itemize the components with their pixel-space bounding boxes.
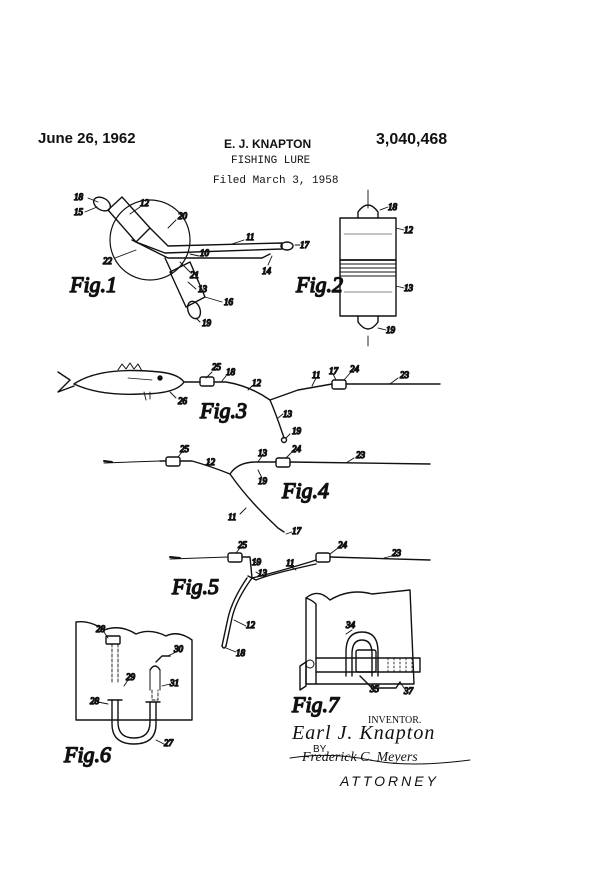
ref-11-fig1: 11: [246, 232, 254, 242]
figure-7-drawing: [299, 589, 421, 691]
figure-4-label: Fig.4: [281, 478, 329, 503]
figure-4-drawing: [103, 451, 431, 535]
patent-title: FISHING LURE: [231, 155, 311, 167]
ref-13-fig1: 13: [198, 284, 208, 294]
figure-5-label: Fig.5: [171, 574, 219, 599]
figure-6-label: Fig.6: [63, 742, 111, 767]
ref-31: 31: [169, 678, 179, 688]
by-label: BY: [313, 744, 327, 755]
ref-19-fig3: 19: [292, 426, 302, 436]
ref-15: 15: [74, 207, 84, 217]
ref-24-fig4: 24: [292, 444, 302, 454]
attorney-signature: Frederick C. Meyers: [302, 750, 418, 765]
figure-7-label: Fig.7: [291, 692, 340, 717]
ref-18-fig1: 18: [74, 192, 84, 202]
figure-6-drawing: [75, 620, 193, 745]
inventor-short-name: E. J. KNAPTON: [224, 137, 312, 151]
ref-12-fig2: 12: [404, 225, 414, 235]
ref-24-fig3: 24: [350, 364, 360, 374]
ref-21: 21: [190, 270, 199, 280]
ref-19-fig4: 19: [258, 476, 268, 486]
figure-3-label: Fig.3: [199, 398, 247, 423]
ref-18-fig3: 18: [226, 367, 236, 377]
ref-27: 27: [164, 738, 174, 748]
ref-35: 35: [369, 684, 380, 694]
ref-12-fig5: 12: [246, 620, 256, 630]
ref-17-fig4: 17: [292, 526, 302, 536]
ref-34: 34: [345, 620, 356, 630]
inventor-name: Earl J. Knapton: [292, 722, 436, 744]
ref-17-fig3: 17: [329, 366, 339, 376]
ref-13-fig3: 13: [283, 409, 293, 419]
ref-20: 20: [178, 211, 188, 221]
ref-37: 37: [403, 686, 414, 696]
ref-14: 14: [262, 266, 272, 276]
figure-1-drawing: [84, 196, 301, 323]
ref-17-fig1: 17: [300, 240, 310, 250]
filing-date: Filed March 3, 1958: [213, 175, 339, 187]
ref-18-fig5: 18: [236, 648, 246, 658]
ref-19-fig5: 19: [252, 557, 262, 567]
ref-23-fig4: 23: [356, 450, 366, 460]
ref-13-fig2: 13: [404, 283, 414, 293]
inventor-label: INVENTOR.: [368, 715, 422, 726]
ref-16: 16: [224, 297, 234, 307]
figure-3-drawing: [57, 362, 441, 444]
ref-12-fig3: 12: [252, 378, 262, 388]
ref-25-fig5: 25: [238, 540, 248, 550]
ref-22: 22: [103, 256, 113, 266]
figure-2-drawing: [339, 189, 405, 347]
ref-19-fig1: 19: [202, 318, 212, 328]
ref-13-fig5: 13: [258, 568, 268, 578]
attorney-signature-flourish: [289, 754, 471, 765]
ref-11-fig4: 11: [228, 512, 236, 522]
ref-19-fig2: 19: [386, 325, 396, 335]
ref-18-fig2: 18: [388, 202, 398, 212]
patent-number: 3,040,468: [376, 131, 448, 148]
ref-12-fig1: 12: [140, 198, 150, 208]
ref-10: 10: [200, 248, 210, 258]
ref-28-bottom: 28: [90, 696, 100, 706]
ref-12-fig4: 12: [206, 457, 216, 467]
ref-26: 26: [178, 396, 188, 406]
patent-date: June 26, 1962: [38, 130, 136, 147]
ref-23-fig3: 23: [400, 370, 410, 380]
ref-11-fig5: 11: [286, 558, 294, 568]
attorney-label: ATTORNEY: [340, 773, 439, 789]
ref-30: 30: [173, 644, 184, 654]
ref-24-fig5: 24: [338, 540, 348, 550]
ref-29: 29: [126, 672, 136, 682]
ref-13-fig4: 13: [258, 448, 268, 458]
ref-11-fig3: 11: [312, 370, 320, 380]
ref-28-top: 28: [96, 624, 106, 634]
ref-25-fig4: 25: [180, 444, 190, 454]
ref-23-fig5: 23: [392, 548, 402, 558]
figure-2-label: Fig.2: [295, 272, 343, 297]
figure-1-label: Fig.1: [69, 272, 117, 297]
ref-25-fig3: 25: [212, 362, 222, 372]
figure-5-drawing: [169, 547, 431, 653]
